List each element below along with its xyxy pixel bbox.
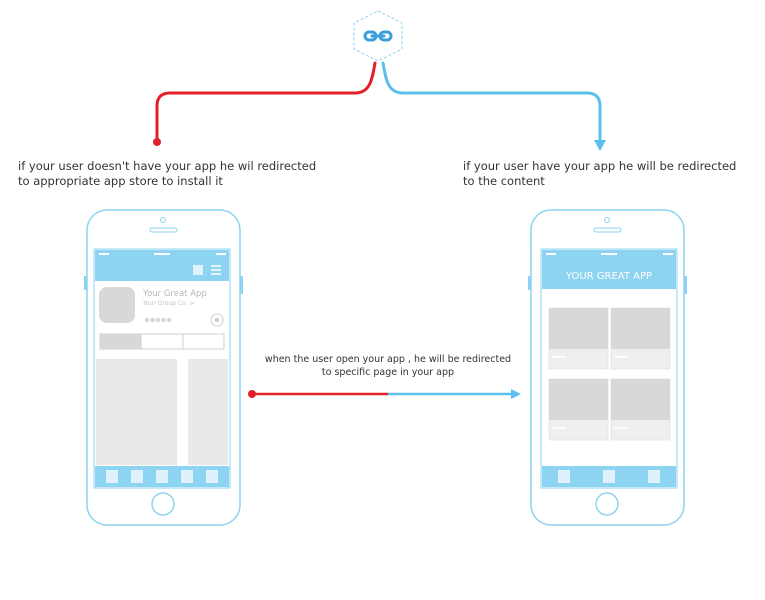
caption-right-line1: if your user have your app he will be re… (463, 159, 736, 173)
content-card[interactable] (610, 378, 671, 441)
speaker (593, 227, 622, 233)
status-time (154, 253, 170, 255)
tab-item[interactable] (131, 470, 143, 483)
content-card[interactable] (548, 378, 609, 441)
app-icon (99, 287, 135, 323)
side-button (684, 276, 687, 294)
tab-item[interactable] (106, 470, 118, 483)
app-name: Your Great App (142, 289, 207, 299)
camera (160, 217, 166, 223)
tab-item[interactable] (206, 470, 218, 483)
speaker (149, 227, 178, 233)
header-bar (542, 259, 676, 289)
camera (604, 217, 610, 223)
screenshot-preview (96, 359, 177, 465)
screenshot-preview (188, 359, 228, 465)
middle-blue-arrowhead (511, 389, 521, 399)
header-title: YOUR GREAT APP (565, 271, 652, 282)
right-phone: YOUR GREAT APP (528, 209, 687, 526)
nav-bar (95, 259, 229, 281)
link-icon (363, 30, 393, 42)
home-button[interactable] (151, 492, 175, 516)
side-button (84, 276, 87, 290)
side-button (528, 276, 531, 290)
tab-item[interactable] (603, 470, 615, 483)
rating-stars (144, 317, 172, 323)
status-time (601, 253, 617, 255)
content-card[interactable] (610, 307, 671, 370)
app-company: Your Group Co. > (142, 300, 195, 307)
tab-item[interactable] (558, 470, 570, 483)
red-connector (155, 61, 377, 142)
left-phone: Your Great App Your Group Co. > (84, 209, 243, 526)
menu-icon[interactable] (211, 265, 221, 275)
caption-right-line2: to the content (463, 174, 545, 188)
home-button[interactable] (595, 492, 619, 516)
content-card[interactable] (548, 307, 609, 370)
tab-item[interactable] (648, 470, 660, 483)
install-icon (215, 318, 219, 322)
content-grid (548, 307, 671, 441)
caption-left-line1: if your user doesn't have your app he wi… (18, 159, 316, 173)
status-signal (546, 253, 556, 255)
red-endpoint (153, 138, 161, 146)
segmented-control[interactable] (99, 333, 225, 350)
tab-item[interactable] (181, 470, 193, 483)
caption-middle-line2: to specific page in your app (322, 367, 454, 378)
tab-item[interactable] (156, 470, 168, 483)
status-battery (663, 253, 673, 255)
share-icon[interactable] (193, 265, 203, 275)
caption-left-line2: to appropriate app store to install it (18, 174, 223, 188)
blue-arrowhead (594, 140, 606, 151)
status-battery (216, 253, 226, 255)
segment-selected[interactable] (100, 334, 141, 349)
status-signal (99, 253, 109, 255)
blue-connector (381, 61, 602, 142)
link-node (353, 10, 403, 62)
side-button (240, 276, 243, 294)
caption-middle-line1: when the user open your app , he will be… (265, 354, 511, 365)
